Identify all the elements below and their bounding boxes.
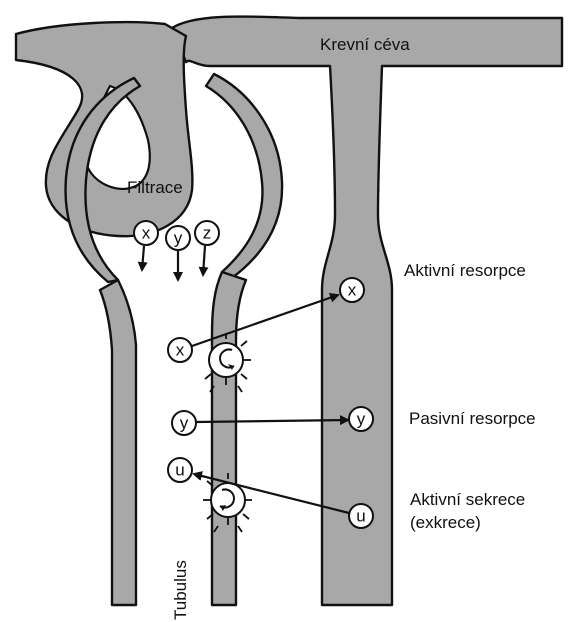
filtration-arrow-z bbox=[203, 246, 205, 275]
tubulus-wall-right bbox=[212, 272, 246, 605]
filtration-label: Filtrace bbox=[127, 178, 183, 197]
secretion-molecule-u-left: u bbox=[175, 461, 184, 480]
secretion-molecule-u-right: u bbox=[356, 507, 365, 526]
passive-resorption-label: Pasivní resorpce bbox=[409, 409, 536, 428]
active-resorption-label: Aktivní resorpce bbox=[404, 261, 526, 280]
vessel-label: Krevní céva bbox=[320, 35, 410, 54]
resorption-molecule-x-right: x bbox=[348, 281, 357, 300]
passive-molecule-y-left: y bbox=[180, 414, 189, 433]
resorption-molecule-x-left: x bbox=[176, 341, 185, 360]
active-secretion-sublabel: (exkrece) bbox=[410, 513, 481, 532]
filtration-molecule-x: x bbox=[142, 224, 151, 243]
passive-molecule-y-right: y bbox=[357, 410, 366, 429]
active-secretion-label: Aktivní sekrece bbox=[410, 490, 525, 509]
filtration-arrow-x bbox=[142, 246, 144, 270]
tubulus-label: Tubulus bbox=[171, 560, 190, 620]
tubulus-wall-left bbox=[100, 280, 136, 605]
bowman-capsule-right bbox=[206, 74, 282, 278]
filtration-molecule-z: z bbox=[203, 224, 212, 243]
filtration-molecule-y: y bbox=[174, 229, 183, 248]
